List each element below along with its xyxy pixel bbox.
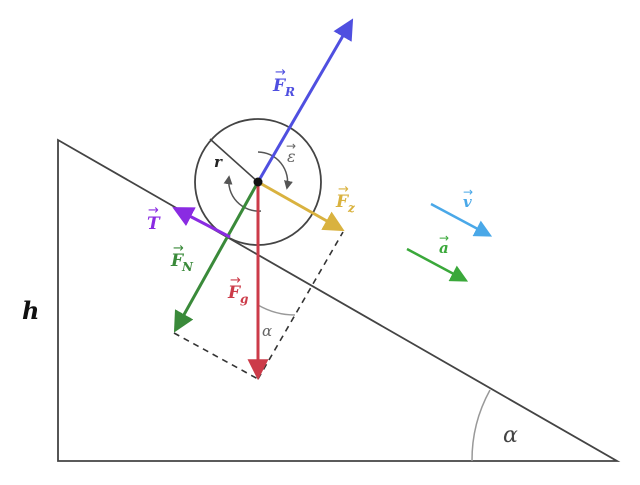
label-F-N: → F N xyxy=(170,241,194,274)
incline-angle-arc xyxy=(471,389,491,462)
svg-text:g: g xyxy=(240,292,248,306)
svg-text:→: → xyxy=(148,203,159,218)
incline-triangle xyxy=(57,138,621,462)
svg-text:→: → xyxy=(173,241,184,256)
parallel-force-arrow xyxy=(257,180,345,232)
svg-text:F: F xyxy=(170,251,185,271)
angular-acceleration-arrow xyxy=(257,151,293,190)
velocity-arrow xyxy=(430,202,493,237)
label-F-z: → F z xyxy=(335,182,356,215)
radius-line xyxy=(209,138,259,183)
gravity-angle-arc xyxy=(257,304,296,316)
svg-text:R: R xyxy=(284,85,295,99)
acceleration-arrow xyxy=(406,247,469,282)
reaction-force-arrow xyxy=(256,18,354,183)
svg-text:a: a xyxy=(439,239,449,257)
label-r: r xyxy=(214,153,223,171)
label-v: → v xyxy=(463,185,473,211)
friction-force-arrow xyxy=(172,207,231,239)
svg-text:→: → xyxy=(463,185,473,199)
label-F-g: → F g xyxy=(227,273,248,306)
svg-text:→: → xyxy=(439,231,449,245)
label-alpha-small: α xyxy=(262,322,272,340)
label-T: → T xyxy=(147,203,161,234)
wheel-center xyxy=(253,177,263,187)
label-alpha-big: α xyxy=(503,423,518,448)
svg-text:F: F xyxy=(272,76,287,96)
svg-text:→: → xyxy=(275,65,286,80)
svg-text:z: z xyxy=(347,201,356,215)
rotation-arrow xyxy=(223,175,262,212)
label-F-R: → F R xyxy=(272,65,295,99)
decomposition-dashes xyxy=(173,231,344,380)
svg-text:F: F xyxy=(227,283,242,303)
label-a: → a xyxy=(439,231,449,257)
normal-force-arrow xyxy=(173,181,260,333)
svg-text:T: T xyxy=(147,214,161,234)
svg-text:→: → xyxy=(230,273,241,288)
svg-text:→: → xyxy=(286,139,296,153)
svg-text:N: N xyxy=(181,260,194,274)
label-h: h xyxy=(22,296,39,325)
svg-text:v: v xyxy=(463,193,472,211)
svg-text:F: F xyxy=(335,192,350,212)
label-epsilon: → ε xyxy=(286,139,296,166)
svg-text:→: → xyxy=(338,182,349,197)
svg-text:ε: ε xyxy=(287,147,296,166)
